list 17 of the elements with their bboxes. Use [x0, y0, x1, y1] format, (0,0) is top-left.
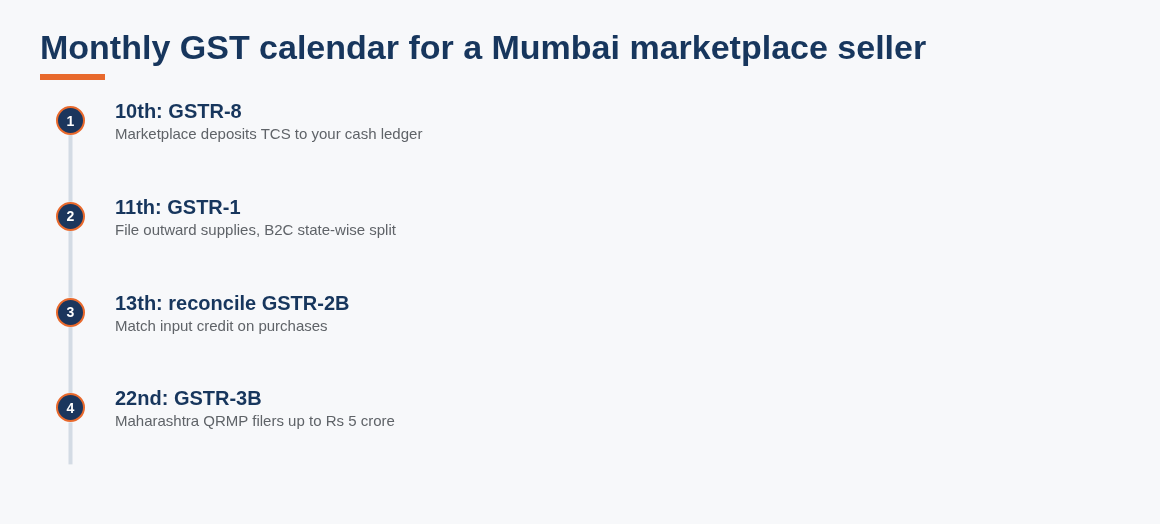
step-number-marker: 2 — [56, 201, 85, 231]
step-description: File outward supplies, B2C state-wise split — [115, 220, 396, 239]
step-description: Match input credit on purchases — [115, 316, 328, 335]
step-heading: 22nd: GSTR-3B — [115, 386, 262, 411]
step-heading: 10th: GSTR-8 — [115, 99, 242, 123]
timeline-line — [68, 230, 73, 298]
step-number-marker: 4 — [56, 393, 85, 423]
step-number-marker: 1 — [56, 106, 85, 135]
step-heading: 11th: GSTR-1 — [115, 194, 241, 219]
timeline-line — [68, 422, 73, 465]
timeline-line — [68, 135, 73, 202]
timeline-line — [68, 326, 73, 394]
step-number-marker: 3 — [56, 297, 85, 327]
step-heading: 13th: reconcile GSTR-2B — [115, 290, 350, 315]
step-description: Marketplace deposits TCS to your cash ledger — [115, 125, 423, 143]
step-description: Maharashtra QRMP filers up to Rs 5 crore — [115, 412, 395, 431]
diagram-title: Monthly GST calendar for a Mumbai marketplace seller — [40, 27, 927, 68]
